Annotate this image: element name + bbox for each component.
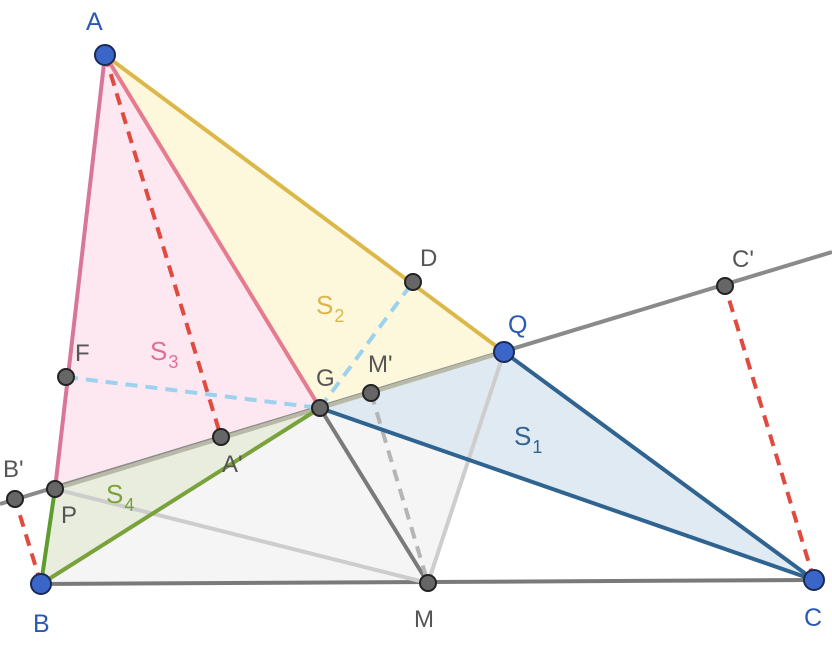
edge-bg bbox=[39, 406, 322, 586]
point-b-prime bbox=[6, 490, 24, 508]
edge-ag bbox=[103, 53, 322, 410]
dashed-f-g bbox=[65, 375, 321, 410]
label-f: F bbox=[75, 340, 90, 367]
point-c-prime bbox=[716, 277, 734, 295]
label-g: G bbox=[316, 365, 335, 392]
point-f bbox=[57, 368, 75, 386]
vertex-q[interactable] bbox=[493, 341, 515, 363]
edge-bp bbox=[39, 488, 57, 585]
segment-pm bbox=[54, 487, 429, 585]
segment-pg-overlay bbox=[54, 350, 505, 491]
region-s2 bbox=[105, 55, 504, 408]
label-b: B bbox=[33, 610, 50, 638]
edge-ap bbox=[53, 54, 107, 490]
label-a: A bbox=[86, 8, 103, 36]
point-m bbox=[419, 574, 437, 592]
edge-qc bbox=[502, 350, 816, 582]
point-g bbox=[311, 399, 329, 417]
vertex-b[interactable] bbox=[30, 573, 52, 595]
label-m: M bbox=[414, 606, 434, 633]
label-b-prime: B' bbox=[3, 456, 24, 483]
label-c-prime: C' bbox=[732, 246, 754, 273]
dashed-b-bprime bbox=[13, 498, 43, 585]
edge-aq bbox=[103, 53, 506, 354]
area-label-s1: S1 bbox=[514, 421, 542, 457]
region-s3 bbox=[55, 55, 320, 489]
area-label-s4: S4 bbox=[106, 479, 134, 515]
point-p bbox=[46, 480, 64, 498]
label-m-prime: M' bbox=[368, 351, 393, 378]
region-s1 bbox=[320, 352, 814, 580]
segment-gm bbox=[318, 406, 430, 585]
label-d: D bbox=[420, 245, 437, 272]
edge-gc bbox=[319, 406, 815, 582]
label-q: Q bbox=[508, 311, 527, 339]
segment-qm bbox=[426, 351, 506, 584]
area-label-s2: S2 bbox=[316, 290, 344, 326]
point-d bbox=[404, 273, 422, 291]
label-a-prime: A' bbox=[222, 451, 243, 478]
dashed-g-d bbox=[318, 280, 415, 410]
dashed-mprime-m bbox=[369, 392, 430, 584]
label-c: C bbox=[804, 604, 822, 632]
vertex-a[interactable] bbox=[94, 44, 116, 66]
dashed-a-aprime bbox=[103, 54, 223, 438]
point-a-prime bbox=[212, 428, 230, 446]
dashed-c-cprime bbox=[723, 285, 816, 581]
area-label-s3: S3 bbox=[150, 336, 178, 372]
label-p: P bbox=[61, 502, 77, 529]
point-m-prime bbox=[362, 384, 380, 402]
vertex-c[interactable] bbox=[803, 569, 825, 591]
